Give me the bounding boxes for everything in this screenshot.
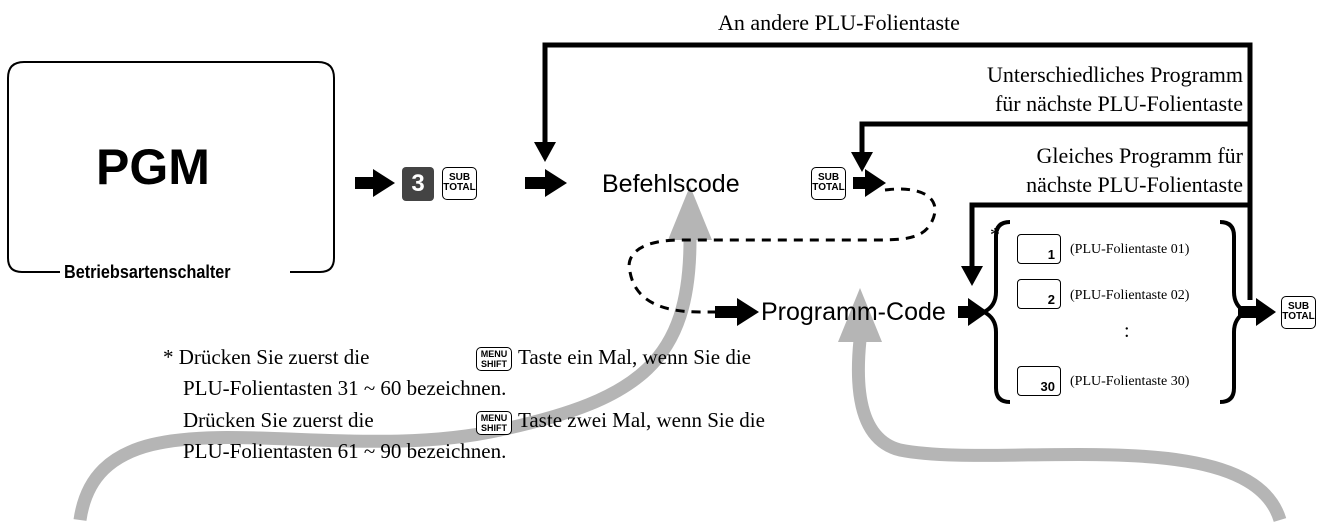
key-3[interactable]: 3 xyxy=(402,167,434,201)
mode-switch-box xyxy=(7,61,335,273)
plu-asterisk: * xyxy=(990,224,1000,246)
subtotal-key-final-top: SUB xyxy=(1287,301,1310,312)
key-3-label: 3 xyxy=(411,170,425,197)
subtotal-key-final-bottom: TOTAL xyxy=(1282,311,1315,322)
arrow-after-subtotal-2 xyxy=(853,169,886,197)
menu-shift-key-1-bottom: SHIFT xyxy=(481,359,507,369)
menu-shift-key-2-bottom: SHIFT xyxy=(481,423,507,433)
same-program-label-1: Gleiches Programm für xyxy=(1036,143,1244,168)
footnote-line-3b: Taste zwei Mal, wenn Sie die xyxy=(518,408,765,432)
plu-key-2[interactable]: 2 xyxy=(1017,279,1061,309)
footnote-line-1a: * Drücken Sie zuerst die xyxy=(163,345,370,369)
arrow-after-program-code xyxy=(958,298,988,326)
grey-curve-arrow-left xyxy=(73,239,697,521)
plu-label-2: (PLU-Folientaste 02) xyxy=(1070,288,1190,303)
mode-switch-caption: Betriebsartenschalter xyxy=(64,262,231,282)
menu-shift-key-2[interactable]: MENU SHIFT xyxy=(476,411,512,435)
arrowhead-same-program xyxy=(961,266,983,286)
plu-key-2-label: 2 xyxy=(1047,292,1055,307)
subtotal-key-1-top: SUB xyxy=(448,172,471,183)
plu-ellipsis: : xyxy=(1124,320,1130,342)
different-program-label-1: Unterschiedliches Programm xyxy=(987,62,1243,87)
arrow-to-program-code xyxy=(715,298,759,326)
arrowhead-other-plu xyxy=(534,142,556,162)
subtotal-key-1[interactable]: SUB TOTAL xyxy=(442,167,477,200)
subtotal-key-final[interactable]: SUB TOTAL xyxy=(1281,296,1316,329)
arrow-to-3 xyxy=(355,169,395,197)
footnote-line-1b: Taste ein Mal, wenn Sie die xyxy=(518,345,751,369)
feedback-other-plu xyxy=(542,42,1253,300)
plu-key-1-label: 1 xyxy=(1047,247,1055,262)
subtotal-key-1-bottom: TOTAL xyxy=(443,182,476,193)
mode-switch-label: PGM xyxy=(96,139,210,195)
grey-arrowhead-right xyxy=(838,288,882,342)
right-brace xyxy=(1219,220,1251,404)
subtotal-key-2-bottom: TOTAL xyxy=(812,182,845,193)
footnote-line-4: PLU-Folientasten 61 ~ 90 bezeichnen. xyxy=(183,439,507,463)
plu-key-1[interactable]: 1 xyxy=(1017,234,1061,264)
menu-shift-key-2-top: MENU xyxy=(480,413,508,423)
arrow-after-subtotal-1 xyxy=(525,169,567,197)
plu-label-30: (PLU-Folientaste 30) xyxy=(1070,374,1190,389)
program-code-label: Programm-Code xyxy=(761,298,946,326)
feedback-different-program xyxy=(859,121,1250,155)
command-code-label: Befehlscode xyxy=(602,170,740,198)
dashed-loop-path xyxy=(627,187,937,314)
same-program-label-2: nächste PLU-Folientaste xyxy=(1026,172,1243,197)
left-brace xyxy=(979,220,1011,404)
plu-key-30[interactable]: 30 xyxy=(1017,366,1061,396)
menu-shift-key-1-top: MENU xyxy=(480,349,508,359)
feedback-same-program xyxy=(969,202,1250,268)
other-plu-label: An andere PLU-Folientaste xyxy=(718,10,960,35)
menu-shift-key-1[interactable]: MENU SHIFT xyxy=(476,347,512,371)
footnote-line-3a: Drücken Sie zuerst die xyxy=(183,408,374,432)
subtotal-key-2-top: SUB xyxy=(817,172,840,183)
plu-label-1: (PLU-Folientaste 01) xyxy=(1070,242,1190,257)
plu-key-30-label: 30 xyxy=(1040,379,1055,394)
footnote-line-2: PLU-Folientasten 31 ~ 60 bezeichnen. xyxy=(183,376,507,400)
subtotal-key-2[interactable]: SUB TOTAL xyxy=(811,167,846,200)
arrowhead-different-program xyxy=(851,152,873,172)
grey-arrowhead-left xyxy=(668,186,712,240)
grey-curve-arrow-right xyxy=(851,339,1287,522)
different-program-label-2: für nächste PLU-Folientaste xyxy=(994,91,1243,116)
